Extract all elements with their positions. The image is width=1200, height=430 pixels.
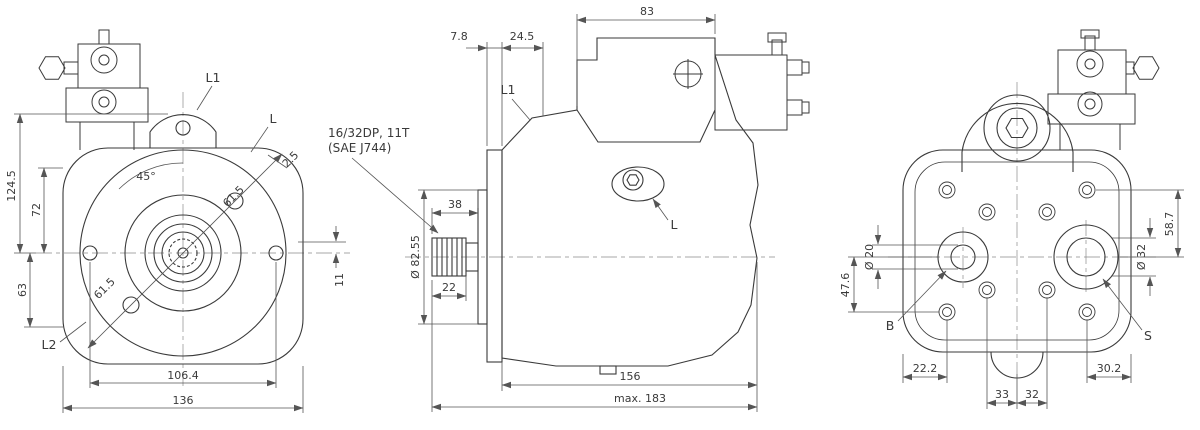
front-mounting-flange xyxy=(62,147,304,365)
dim-22-2: 22.2 xyxy=(913,362,938,375)
dim-136: 136 xyxy=(173,394,194,407)
label-side-l: L xyxy=(671,217,678,232)
front-view: 124.5 72 63 136 106.4 61.5 61.5 11 45° 2… xyxy=(5,29,350,413)
label-port-s: S xyxy=(1144,328,1152,343)
dim-24-5: 24.5 xyxy=(510,30,535,43)
label-front-l2: L2 xyxy=(42,337,57,352)
dim-61-5-lower: 61.5 xyxy=(91,275,118,302)
side-shaft xyxy=(431,237,479,277)
rear-top-boss-inner xyxy=(996,107,1038,149)
rear-body xyxy=(902,149,1132,353)
front-lug-hole xyxy=(175,120,191,136)
side-dimension-lines xyxy=(351,14,758,412)
dim-11: 11 xyxy=(333,273,346,287)
dim-2-5: 2.5 xyxy=(280,149,302,171)
label-side-l1: L1 xyxy=(501,82,516,97)
side-valve-block xyxy=(673,32,810,131)
side-port-boss xyxy=(611,166,665,202)
dim-33: 33 xyxy=(995,388,1009,401)
side-port-socket xyxy=(622,169,644,191)
dim-63: 63 xyxy=(16,283,29,297)
dim-58-7: 58.7 xyxy=(1163,212,1176,237)
front-leader-l2 xyxy=(59,321,87,343)
front-angle-arc xyxy=(118,162,184,190)
dim-45deg: 45° xyxy=(136,170,156,183)
front-dimension-lines xyxy=(14,85,346,413)
rear-valve-assembly xyxy=(1047,29,1160,150)
side-view: 16/32DP, 11T (SAE J744) 7.8 24.5 83 38 Ø… xyxy=(328,5,810,412)
side-body-outline xyxy=(501,37,759,367)
front-top-lug xyxy=(149,114,217,148)
side-flange-plate xyxy=(486,149,503,363)
rear-bolt-holes xyxy=(938,181,1096,321)
rear-leader-s xyxy=(1102,278,1143,331)
side-drain-plug xyxy=(599,365,617,375)
spline-note-line1: 16/32DP, 11T xyxy=(328,126,410,140)
rear-leader-b xyxy=(897,270,947,322)
dim-47-6: 47.6 xyxy=(839,273,852,298)
dim-dia-32: Ø 32 xyxy=(1135,244,1148,270)
dim-30-2: 30.2 xyxy=(1097,362,1122,375)
dim-72: 72 xyxy=(30,203,43,217)
side-port-hex xyxy=(626,174,640,186)
label-port-b: B xyxy=(886,318,895,333)
rear-mounting-face xyxy=(914,161,1120,341)
side-body-panel xyxy=(576,109,716,143)
side-spline-note-leader xyxy=(351,157,439,234)
dim-61-5-upper: 61.5 xyxy=(220,183,247,210)
front-hex-fitting xyxy=(38,56,66,80)
dim-124-5: 124.5 xyxy=(5,170,18,202)
side-leader-l xyxy=(652,198,669,221)
front-leader-l1 xyxy=(196,85,213,111)
rear-port-s-inner xyxy=(1066,237,1106,277)
dim-32: 32 xyxy=(1025,388,1039,401)
label-front-l: L xyxy=(270,111,277,126)
rear-view: 47.6 Ø 20 Ø 32 58.7 22.2 30.2 33 32 B S xyxy=(839,29,1184,409)
rear-top-boss-hex xyxy=(1005,117,1029,139)
front-pump-barrel xyxy=(79,149,287,357)
dim-max-183: max. 183 xyxy=(614,392,666,405)
rear-hex-fitting xyxy=(1132,56,1160,80)
dim-156: 156 xyxy=(620,370,641,383)
side-leader-l1 xyxy=(511,98,531,121)
spline-note-line2: (SAE J744) xyxy=(328,141,391,155)
rear-top-boss xyxy=(983,94,1051,162)
front-valve-assembly xyxy=(38,29,149,150)
label-front-l1: L1 xyxy=(206,70,221,85)
dim-106-4: 106.4 xyxy=(167,369,199,382)
front-leader-l xyxy=(250,126,269,153)
dim-dia-20: Ø 20 xyxy=(863,244,876,270)
dim-dia-82-55: Ø 82.55 xyxy=(409,235,422,279)
front-leader-2-5 xyxy=(267,154,288,169)
dim-38: 38 xyxy=(448,198,462,211)
dim-22: 22 xyxy=(442,281,456,294)
rear-port-b-inner xyxy=(950,244,976,270)
rear-dimension-lines xyxy=(848,189,1184,409)
rear-port-s-outer xyxy=(1053,224,1119,290)
dim-83: 83 xyxy=(640,5,654,18)
rear-top-arch xyxy=(961,102,1074,172)
dim-7-8: 7.8 xyxy=(450,30,468,43)
rear-centerlines xyxy=(888,82,1158,374)
